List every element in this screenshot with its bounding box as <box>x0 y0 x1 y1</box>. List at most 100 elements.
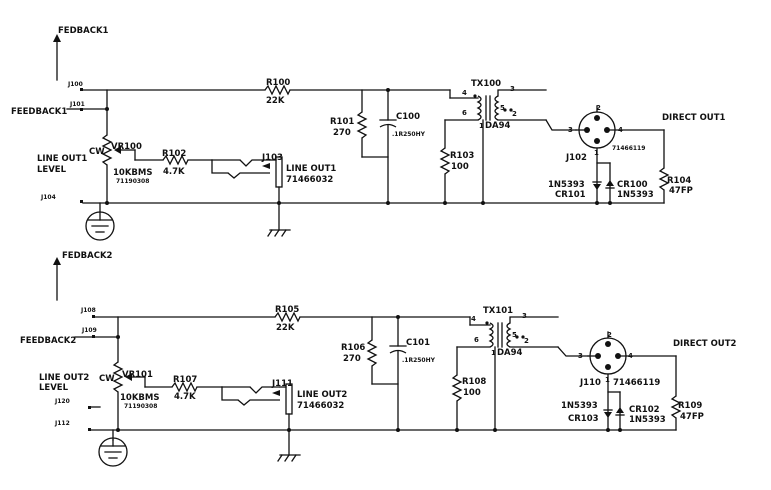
r100-ref: R100 <box>266 78 290 88</box>
vr100-label-2: LEVEL <box>37 165 67 175</box>
vr101-value: 10KBMS <box>120 393 159 403</box>
c100-ref: C100 <box>396 112 420 122</box>
cr103-ref: CR103 <box>568 414 599 424</box>
pin-j101 <box>80 108 83 111</box>
feedback-2-top-label: FEDBACK2 <box>62 251 113 261</box>
tx100-pin1: 1 <box>479 122 484 130</box>
tx101-pin6: 6 <box>474 336 479 344</box>
cr103-part: 1N5393 <box>561 401 598 411</box>
transformer-tx100: TX100 4 3 6 1 5 2 DA94 <box>444 79 547 204</box>
diode-cr101: 1N5393 CR101 <box>548 162 611 200</box>
capacitor-c100: C100 .1R250HY <box>379 89 426 204</box>
resistor-r107: R107 4.7K <box>144 375 223 402</box>
r105-value: 22K <box>276 323 295 333</box>
channel-1: FEDBACK1 J100 J101 FEEDBACK1 J104 R100 2… <box>11 26 725 241</box>
potentiometer-vr100: CW VR100 LINE OUT1 LEVEL 10KBMS 71190308 <box>37 134 152 204</box>
pin-j108 <box>92 315 95 318</box>
tx101-part: DA94 <box>497 348 523 358</box>
resistor-r105: R105 22K <box>274 305 301 333</box>
pin-j112 <box>88 428 91 431</box>
r108-ref: R108 <box>462 377 486 387</box>
feedback-1-top-label: FEDBACK1 <box>58 26 109 36</box>
chassis-ground-2 <box>277 454 301 462</box>
r101-value: 270 <box>333 128 351 138</box>
direct-out-2-label: DIRECT OUT2 <box>673 339 736 349</box>
vr101-ref: VR101 <box>122 370 153 380</box>
c101-value: .1R250HY <box>402 357 436 364</box>
pin-j120 <box>88 406 91 409</box>
j110-part: 71466119 <box>613 378 660 388</box>
vr100-ref: VR100 <box>111 142 142 152</box>
c101-ref: C101 <box>406 338 430 348</box>
vr100-label: LINE OUT1 <box>37 154 87 164</box>
r104-ref: R104 <box>667 176 691 186</box>
pin-j104 <box>80 200 83 203</box>
vr100-cw: CW <box>89 147 105 157</box>
tx101-pin5: 5 <box>512 331 517 339</box>
r102-ref: R102 <box>162 149 186 159</box>
c100-value: .1R250HY <box>392 131 426 138</box>
j111-label: LINE OUT2 <box>297 390 347 400</box>
r107-ref: R107 <box>173 375 197 385</box>
resistor-r109: R109 47FP <box>670 355 704 431</box>
xlr-connector-j110: 2 3 4 1 J110 71466119 DIRECT OUT2 <box>557 331 736 431</box>
resistor-r102: R102 4.7K <box>134 149 213 177</box>
feedback-2-arrow: FEDBACK2 <box>53 251 113 301</box>
j102-part: 71466119 <box>612 145 645 152</box>
j110-pin3: 3 <box>578 352 583 360</box>
pin-j120-label: J120 <box>54 398 70 405</box>
jack-j111: J111 LINE OUT2 71466032 <box>221 379 347 456</box>
vr100-part: 71190308 <box>116 178 149 185</box>
feedback-1-arrow: FEDBACK1 <box>53 26 109 81</box>
potentiometer-vr101: CW VR101 LINE OUT2 LEVEL 10KBMS 71190308 <box>39 361 159 431</box>
j102-pin3: 3 <box>568 126 573 134</box>
bottom-bus-wire-2 <box>116 428 677 432</box>
r104-value: 47FP <box>669 186 693 196</box>
feedback-1-side-label: FEEDBACK1 <box>11 107 67 117</box>
vr100-value: 10KBMS <box>113 168 152 178</box>
transformer-tx101: TX101 4 3 6 1 5 2 DA94 <box>456 306 559 431</box>
cr100-part: 1N5393 <box>617 190 654 200</box>
feedback-2-side-label: FEEDBACK2 <box>20 336 76 346</box>
j103-label: LINE OUT1 <box>286 164 336 174</box>
pin-j108-label: J108 <box>80 307 96 314</box>
r101-ref: R101 <box>330 117 354 127</box>
j102-pin1: 1 <box>594 149 599 157</box>
cr101-part: 1N5393 <box>548 180 585 190</box>
tx101-pin3: 3 <box>522 312 527 320</box>
tx100-pin5: 5 <box>500 104 505 112</box>
chassis-ground-1 <box>267 229 291 237</box>
capacitor-c101: C101 .1R250HY <box>389 316 436 431</box>
r109-ref: R109 <box>678 401 702 411</box>
j111-part: 71466032 <box>297 401 344 411</box>
resistor-r100: R100 22K <box>264 78 291 106</box>
r102-value: 4.7K <box>163 167 185 177</box>
r109-value: 47FP <box>680 412 704 422</box>
cr102-part: 1N5393 <box>629 415 666 425</box>
r107-value: 4.7K <box>174 392 196 402</box>
tx100-pin4: 4 <box>462 89 467 97</box>
tx101-pin2: 2 <box>524 337 529 345</box>
j111-ref: J111 <box>271 379 293 389</box>
j103-part: 71466032 <box>286 175 333 185</box>
direct-out-1-label: DIRECT OUT1 <box>662 113 725 123</box>
xlr-connector-j102: 2 3 4 1 J102 71466119 DIRECT OUT1 <box>545 104 725 204</box>
r105-ref: R105 <box>275 305 299 315</box>
pin-j112-label: J112 <box>54 420 70 427</box>
pin-j109 <box>92 335 95 338</box>
diode-cr102: CR102 1N5393 <box>615 391 666 431</box>
r100-value: 22K <box>266 96 285 106</box>
r106-ref: R106 <box>341 343 365 353</box>
top-bus-wire-2 <box>94 316 471 363</box>
diode-cr100: CR100 1N5393 <box>605 162 654 204</box>
r103-ref: R103 <box>450 151 474 161</box>
r106-value: 270 <box>343 354 361 364</box>
resistor-r108: R108 100 <box>451 374 486 431</box>
tx100-part: DA94 <box>485 121 511 131</box>
j110-ref: J110 <box>579 378 601 388</box>
r103-value: 100 <box>451 162 469 172</box>
channel-2: FEDBACK2 J108 J109 FEEDBACK2 J120 J112 R… <box>20 251 736 467</box>
resistor-r103: R103 100 <box>439 147 474 204</box>
tx100-ref: TX100 <box>471 79 501 89</box>
diode-cr103: 1N5393 CR103 <box>561 391 621 424</box>
